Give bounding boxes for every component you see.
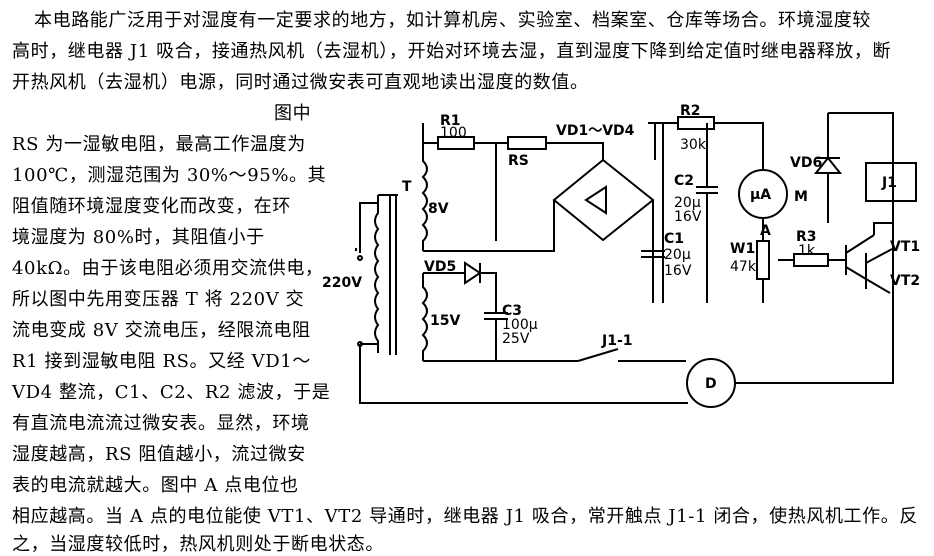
label-r3: R3 <box>796 229 817 245</box>
label-c3: C3 <box>502 303 522 319</box>
label-c1: C1 <box>664 231 684 247</box>
label-r2-value: 30k <box>680 137 707 153</box>
wire-bridge-right <box>648 122 656 160</box>
label-8v: 8V <box>428 201 449 217</box>
label-a: A <box>760 223 771 239</box>
wire-vd5-out <box>480 272 497 313</box>
label-vd6: VD6 <box>790 155 822 171</box>
para-line-11: 流电变成 8V 交流电压，经限流电阻 <box>12 320 311 341</box>
para-line-1: 本电路能广泛用于对湿度有一定要求的地方，如计算机房、实验室、档案室、仓库等场合。… <box>34 10 871 31</box>
label-c1-value1: 20μ <box>664 247 691 263</box>
para-line-3: 开热风机（去湿机）电源，同时通过微安表可直观地读出湿度的数值。 <box>12 72 589 93</box>
transformer-core <box>389 195 397 355</box>
label-j1-1: J1-1 <box>601 333 633 349</box>
wire-vt1-collector <box>873 222 893 235</box>
label-rs: RS <box>508 153 529 169</box>
transformer-secondary-15v <box>421 273 428 361</box>
transistor-vt1-vt2 <box>845 234 893 294</box>
wire-top-right <box>828 112 894 293</box>
label-r3-value: 1k <box>798 243 816 259</box>
bridge-rectifier <box>552 158 655 242</box>
transformer-primary-coil <box>374 195 380 353</box>
label-d: D <box>705 376 717 392</box>
label-j1: J1 <box>881 175 897 191</box>
para-line-8: 境湿度为 80%时，其阻值小于 <box>12 227 265 248</box>
para-line-12: R1 接到湿敏电阻 RS。又经 VD1～ <box>12 351 311 372</box>
label-15v: 15V <box>430 313 460 329</box>
label-meter: μA <box>750 187 771 203</box>
circuit-diagram: R1 100 RS VD1～VD4 R2 30k C2 20μ 16V μA M… <box>322 103 920 408</box>
label-c2-value1: 20μ <box>674 195 701 211</box>
bridge-diode-icon <box>584 185 607 215</box>
label-c3-value1: 100μ <box>502 317 538 333</box>
transformer-secondary-8v <box>421 143 428 251</box>
capacitor-c2 <box>696 186 718 194</box>
label-c2-value2: 16V <box>674 209 702 225</box>
para-line-5: RS 为一湿敏电阻，最高工作温度为 <box>12 134 306 155</box>
label-vt1: VT1 <box>890 239 920 255</box>
label-r1-value: 100 <box>440 125 467 141</box>
para-line-6: 100℃，测湿范围为 30%～95%。其 <box>12 165 327 186</box>
relay-j1 <box>865 162 917 202</box>
para-line-10: 所以图中先用变压器 T 将 220V 交 <box>12 289 305 310</box>
para-line-13: VD4 整流，C1、C2、R2 滤波，于是 <box>12 382 331 403</box>
para-line-15: 湿度越高，RS 阻值越小，流过微安 <box>12 444 306 465</box>
label-220v: 220V <box>322 275 362 291</box>
label-w1: W1 <box>730 241 755 257</box>
label-r2: R2 <box>680 103 701 119</box>
potentiometer-w1 <box>756 240 770 280</box>
wire-r1-left <box>422 123 438 144</box>
label-c3-value2: 25V <box>502 331 530 347</box>
wire-r1-right <box>474 142 497 241</box>
para-line-16: 表的电流就越大。图中 A 点电位也 <box>12 475 299 496</box>
label-vd5: VD5 <box>424 259 456 275</box>
label-w1-value: 47k <box>730 259 757 275</box>
para-line-14: 有直流电流流过微安表。显然，环境 <box>12 413 310 434</box>
wire-bottom-220v <box>359 344 683 404</box>
para-line-7: 阻值随环境湿度变化而改变，在环 <box>12 196 291 217</box>
wire-r2-meter <box>714 122 764 171</box>
label-r1: R1 <box>440 113 461 129</box>
label-m: M <box>794 189 808 205</box>
para-line-18: 之，当湿度较低时，热风机则处于断电状态。 <box>12 534 384 555</box>
label-vt2: VT2 <box>890 273 920 289</box>
wire-d-right <box>735 293 894 384</box>
capacitor-c1 <box>641 250 665 258</box>
diode-vd5 <box>464 261 482 285</box>
wire-8v-bridge <box>423 200 555 252</box>
para-line-9: 40kΩ。由于该电阻必须用交流供电， <box>12 258 324 279</box>
label-vd1-vd4: VD1～VD4 <box>556 123 635 139</box>
switch-j1-1 <box>577 348 619 362</box>
wire-220v-a <box>359 202 378 253</box>
label-c2: C2 <box>674 173 694 189</box>
label-c1-value2: 16V <box>664 263 692 279</box>
para-line-17: 相应越高。当 A 点的电位能使 VT1、VT2 导通时，继电器 J1 吸合，常开… <box>12 506 918 527</box>
terminal-220v-1 <box>357 255 363 261</box>
para-line-2: 高时，继电器 J1 吸合，接通热风机（去湿机），开始对环境去湿，直到湿度下降到给… <box>12 41 892 62</box>
resistor-rs <box>507 136 547 150</box>
para-line-4: 图中 <box>274 103 312 124</box>
label-t: T <box>402 179 412 195</box>
wire-rs-bridge <box>546 142 604 160</box>
